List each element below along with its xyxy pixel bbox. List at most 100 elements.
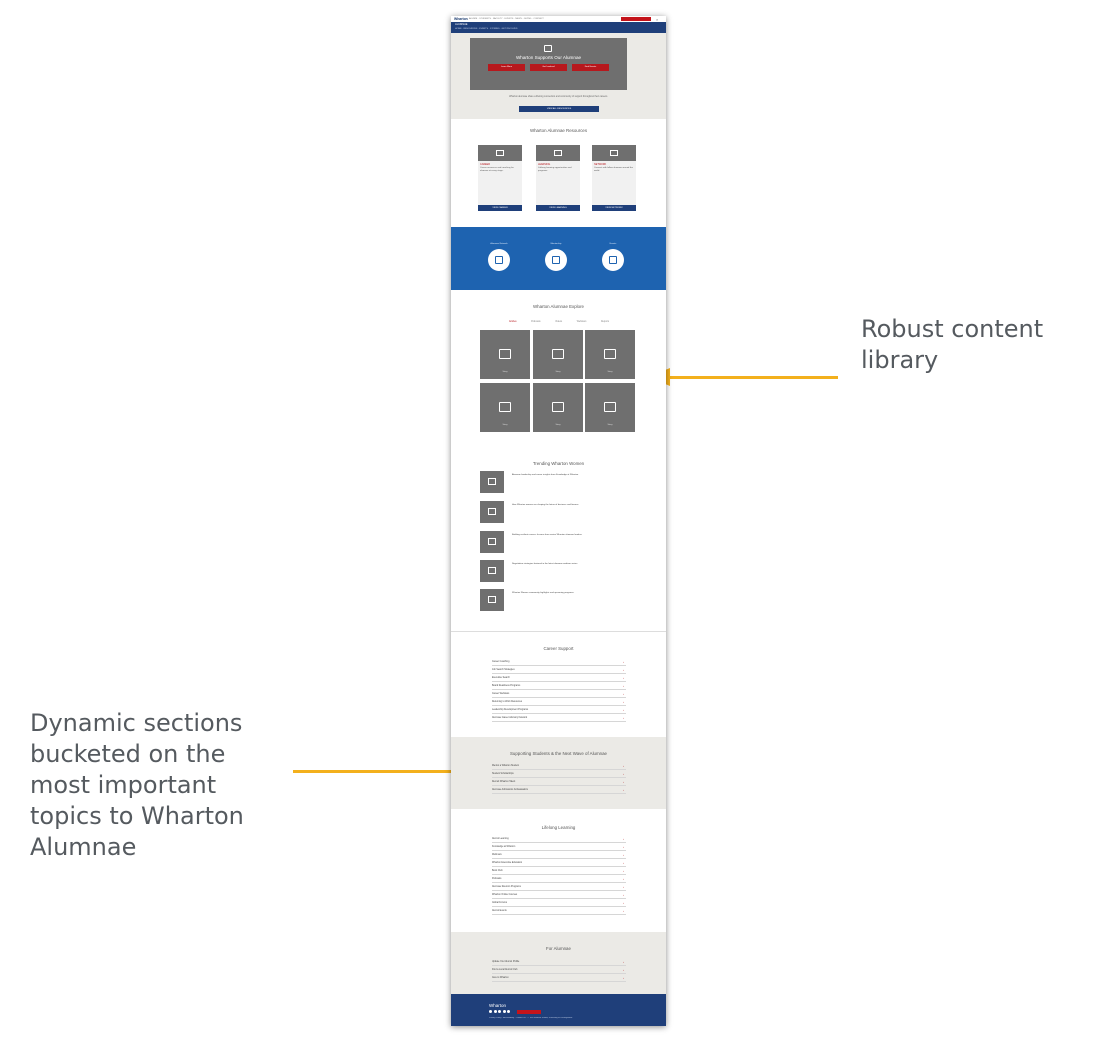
link-row[interactable]: Recruit Wharton Talent: [492, 778, 626, 786]
list-item[interactable]: Building resilient careers: lessons from…: [480, 531, 630, 553]
list-item[interactable]: Alumnae leadership and career insights f…: [480, 471, 630, 493]
linkedin-icon[interactable]: [498, 1010, 501, 1013]
link-row[interactable]: Alumnae Admissions Ambassadors: [492, 786, 626, 794]
list-item[interactable]: Wharton Women community highlights and u…: [480, 589, 630, 611]
facebook-icon[interactable]: [489, 1010, 492, 1013]
tab[interactable]: Videos: [555, 321, 563, 323]
hero-button-2[interactable]: Get Involved: [530, 64, 567, 71]
image-icon: [610, 150, 618, 156]
card-button[interactable]: VIEW LEARNING: [536, 205, 580, 211]
section-title: Career Support: [543, 646, 574, 651]
link-row[interactable]: Book Club: [492, 867, 626, 875]
card-button[interactable]: VIEW NETWORK: [592, 205, 636, 211]
career-section: Career Support Career Coaching Job Searc…: [451, 631, 666, 737]
shield-icon[interactable]: [488, 249, 510, 271]
twitter-icon[interactable]: [493, 1010, 497, 1013]
feature-band: Alumnae Network Mentorship Events: [451, 227, 666, 290]
content-tile[interactable]: Story: [480, 330, 530, 379]
link-row[interactable]: Webinars: [492, 851, 626, 859]
resource-card[interactable]: LEARNING Lifelong learning opportunities…: [536, 145, 580, 211]
students-section: Supporting Students & the Next Wave of A…: [451, 737, 666, 809]
link-row[interactable]: Alumni Events: [492, 907, 626, 915]
link-row[interactable]: Wharton Online Courses: [492, 891, 626, 899]
card-tag: NETWORK: [594, 163, 607, 166]
card-body: Career resources and coaching for alumna…: [480, 167, 514, 172]
footer-links[interactable]: Privacy Policy · Accessibility · Contact…: [489, 1017, 573, 1019]
section-title: Supporting Students & the Next Wave of A…: [510, 751, 607, 756]
list-item-text: Alumnae leadership and career insights f…: [512, 474, 579, 476]
tile-label: Story: [502, 424, 508, 426]
hero-button-1[interactable]: Learn More: [488, 64, 525, 71]
link-row[interactable]: Alumnae Reunion Programs: [492, 883, 626, 891]
search-icon[interactable]: ⌕: [656, 16, 659, 22]
link-row[interactable]: Find a Local Alumni Club: [492, 966, 626, 974]
youtube-icon[interactable]: [507, 1010, 510, 1013]
link-row[interactable]: Give to Wharton: [492, 974, 626, 982]
image-icon: [552, 349, 564, 359]
top-nav-links[interactable]: ALUMNI · STUDENTS · FACULTY · EVENTS · N…: [469, 17, 544, 20]
link-row[interactable]: Knowledge at Wharton: [492, 843, 626, 851]
hero-button-3[interactable]: Find Events: [572, 64, 609, 71]
image-icon: [488, 538, 496, 545]
lifelong-learning-section: Lifelong Learning Alumni Learning Knowle…: [451, 809, 666, 932]
hero-section: Wharton Supports Our Alumnae Learn More …: [451, 33, 666, 119]
give-button[interactable]: [621, 17, 651, 21]
footer-give-button[interactable]: [517, 1010, 541, 1014]
tab[interactable]: Webinars: [576, 321, 587, 323]
content-tile[interactable]: Story: [585, 330, 635, 379]
link-row[interactable]: Board Readiness Programs: [492, 682, 626, 690]
card-button[interactable]: VIEW CAREER: [478, 205, 522, 211]
for-alumnae-section: For Alumnae Update Your Alumni Profile F…: [451, 932, 666, 994]
section-title: Trending Wharton Women: [532, 461, 585, 466]
social-links: [489, 1010, 510, 1013]
nav-primary[interactable]: ALUMNAE: [455, 23, 468, 26]
view-resources-button[interactable]: VIEW ALL RESOURCES: [519, 106, 599, 112]
arrow-right-icon: [293, 762, 483, 780]
link-row[interactable]: Alumni Learning: [492, 835, 626, 843]
link-row[interactable]: Job Search Strategies: [492, 666, 626, 674]
calendar-icon[interactable]: [602, 249, 624, 271]
link-row[interactable]: Career Coaching: [492, 658, 626, 666]
resource-card[interactable]: CAREER Career resources and coaching for…: [478, 145, 522, 211]
link-row[interactable]: Wharton Executive Education: [492, 859, 626, 867]
link-row[interactable]: Alumnae Career Advisory Network: [492, 714, 626, 722]
handshake-icon[interactable]: [545, 249, 567, 271]
footer: Wharton Privacy Policy · Accessibility ·…: [451, 994, 666, 1026]
tile-label: Story: [607, 371, 613, 373]
link-row[interactable]: Mentor a Wharton Student: [492, 762, 626, 770]
link-row[interactable]: Update Your Alumni Profile: [492, 958, 626, 966]
tab[interactable]: Reports: [600, 321, 609, 323]
content-tile[interactable]: Story: [480, 383, 530, 432]
content-library-section: Wharton Alumnae Explore Articles Podcast…: [451, 290, 666, 455]
card-tag: LEARNING: [538, 163, 551, 166]
link-row[interactable]: Returning to Work Resources: [492, 698, 626, 706]
arrow-left-icon: [648, 368, 838, 386]
link-row[interactable]: Career Webinars: [492, 690, 626, 698]
list-item[interactable]: Negotiation strategies featured in the l…: [480, 560, 630, 582]
tab[interactable]: Articles: [509, 321, 517, 323]
logo[interactable]: Wharton: [454, 17, 468, 21]
image-icon: [554, 150, 562, 156]
link-row[interactable]: Leadership Development Programs: [492, 706, 626, 714]
hero-text: Wharton alumnae share a lifelong connect…: [509, 96, 608, 98]
band-label: Alumnae Network: [490, 243, 508, 245]
instagram-icon[interactable]: [502, 1010, 506, 1013]
tile-label: Story: [555, 424, 561, 426]
image-icon: [499, 349, 511, 359]
link-row[interactable]: Podcasts: [492, 875, 626, 883]
section-title: For Alumnae: [546, 946, 571, 951]
link-row[interactable]: Executive Search: [492, 674, 626, 682]
link-row[interactable]: Student Scholarships: [492, 770, 626, 778]
resource-card[interactable]: NETWORK Connect with fellow alumnae arou…: [592, 145, 636, 211]
image-icon: [604, 402, 616, 412]
content-tile[interactable]: Story: [533, 383, 583, 432]
footer-logo[interactable]: Wharton: [489, 1003, 507, 1008]
link-row[interactable]: Global Forums: [492, 899, 626, 907]
content-tile[interactable]: Story: [585, 383, 635, 432]
list-item-text: How Wharton women are shaping the future…: [512, 504, 580, 506]
tab[interactable]: Podcasts: [531, 321, 541, 323]
content-tile[interactable]: Story: [533, 330, 583, 379]
card-tag: CAREER: [480, 163, 490, 166]
nav-secondary[interactable]: HOME · RESOURCES · EVENTS · STORIES · GE…: [455, 28, 518, 30]
list-item[interactable]: How Wharton women are shaping the future…: [480, 501, 630, 523]
